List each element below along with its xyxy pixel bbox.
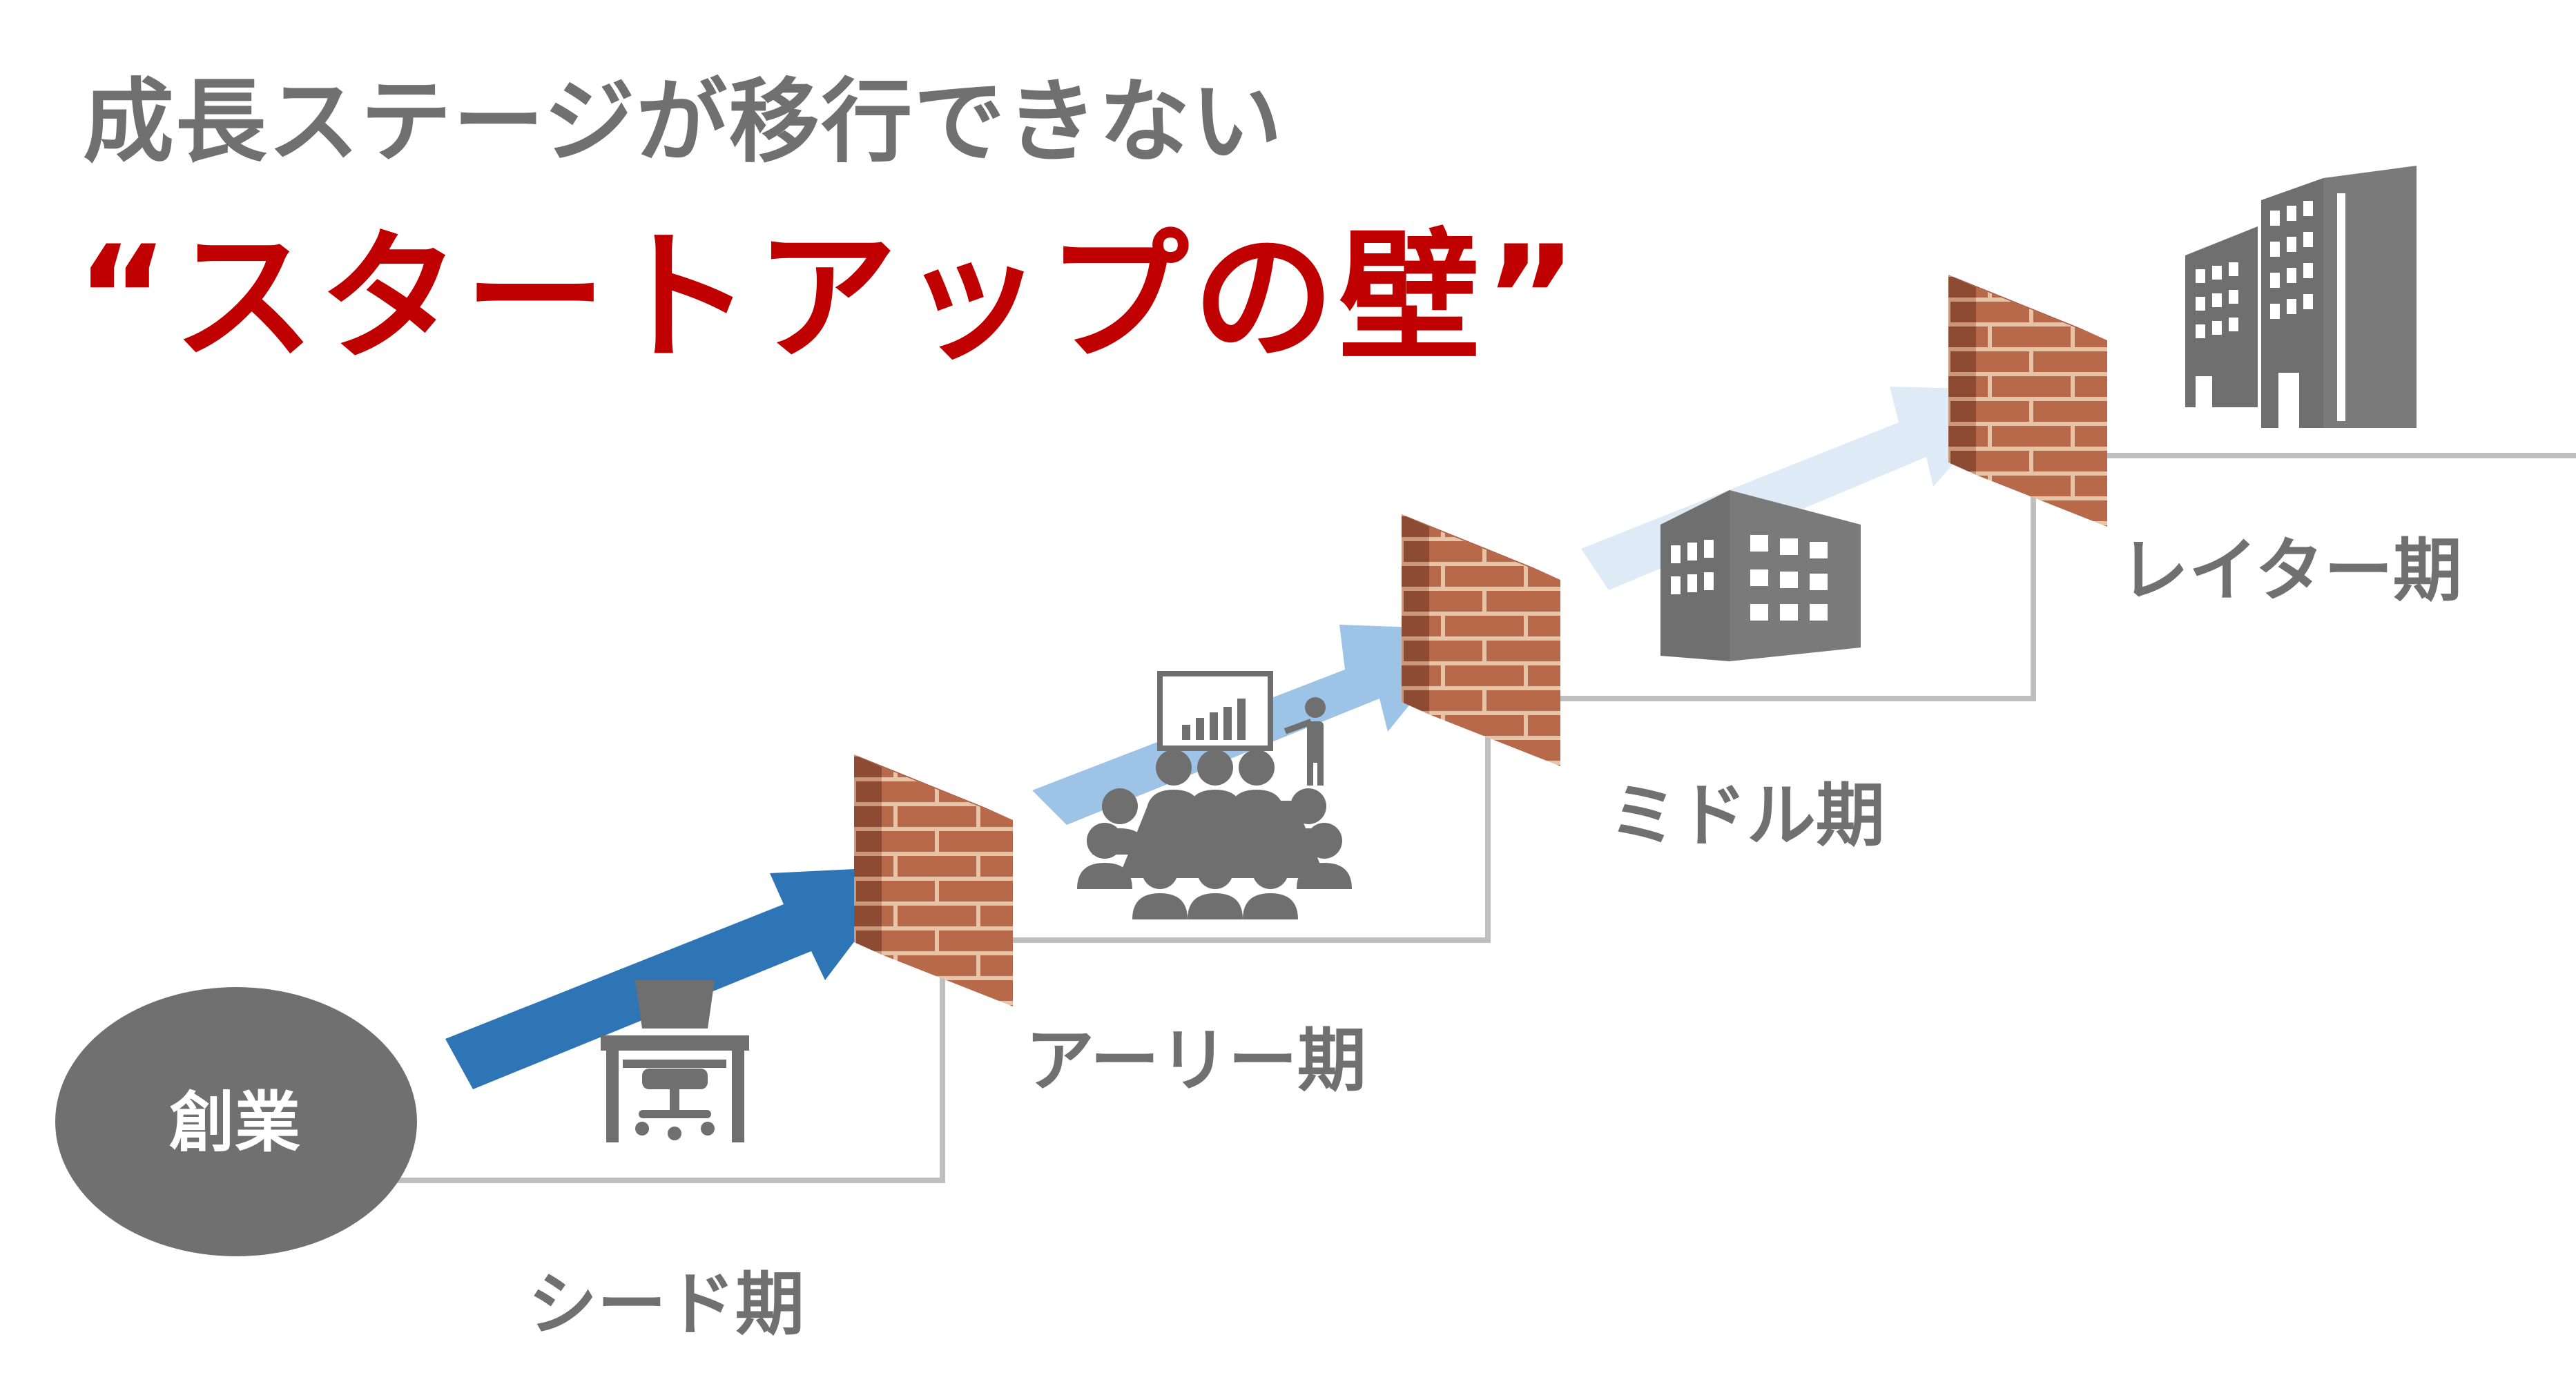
origin-label: 創業 bbox=[155, 1070, 314, 1164]
skyscrapers-icon bbox=[2185, 166, 2417, 428]
startup-wall-1 bbox=[854, 754, 1013, 1006]
growth-arrow-seed bbox=[445, 866, 911, 1089]
subtitle: 成長ステージが移行できない bbox=[83, 48, 1284, 180]
startup-wall-2 bbox=[1402, 514, 1560, 766]
meeting-presentation-icon bbox=[1077, 674, 1352, 919]
startup-wall-3 bbox=[1948, 275, 2107, 527]
stage-label-later: レイター期 bbox=[2120, 514, 2462, 614]
stage-label-early: アーリー期 bbox=[1025, 1004, 1366, 1104]
office-building-icon bbox=[1660, 490, 1861, 661]
page-title: “スタートアップの壁” bbox=[76, 183, 1581, 388]
stage-label-seed: シード期 bbox=[528, 1248, 804, 1348]
stage-label-middle: ミドル期 bbox=[1609, 759, 1885, 859]
